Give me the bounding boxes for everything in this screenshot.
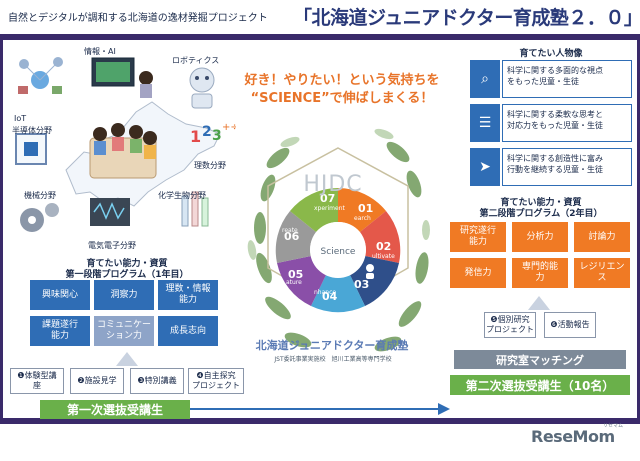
step-4: ❹自主探究 プロジェクト [188,368,244,394]
talent-row-1: ⌕ 科学に関する多面的な視点 をもった児童・生徒 [470,60,632,98]
label-mechanical: 機械分野 [24,191,56,200]
oscilloscope-icon [90,198,130,226]
segment-word-04: nhance [314,289,336,296]
header: 自然とデジタルが調和する北海道の逸材発掘プロジェクト 「北海道ジュニアドクター育… [0,0,640,32]
fields-illustration: 1 2 3 +÷ [15,57,236,232]
step-3: ❸特別講義 [130,368,184,394]
segment-03 [350,256,399,306]
segment-label-07: 07 [320,192,335,205]
hjdc-logo: HJDC [303,172,363,197]
right-panel-title2: 第二段階プログラム（2年目） [479,209,603,219]
segment-07 [290,188,338,232]
up-arrow-left-icon [116,352,138,366]
left-panel-title2: 第一段階プログラム（1年目） [65,270,189,280]
label-electrical: 電気電子分野 [88,241,136,250]
talent-text-1: 科学に関する多面的な視点 をもった児童・生徒 [502,60,632,98]
talent-text-2: 科学に関する柔軟な思考と 対応力をもった児童・生徒 [502,104,632,142]
leaf-wreath [254,141,429,352]
segment-label-06: 06 [284,230,300,243]
label-chem-bio: 化学生物分野 [158,191,206,200]
person-icon [366,264,374,272]
frame-top [0,34,640,40]
segment-label-03: 03 [354,278,369,291]
segment-word-01: earch [354,215,371,222]
up-arrow-right-icon [528,296,550,310]
right-cell-analysis: 分析力 [512,222,568,252]
step-1: ❶体験型講 座 [10,368,64,394]
segment-label-05: 05 [288,268,303,281]
header-title: 「北海道ジュニアドクター育成塾２．０」 [293,7,640,29]
frame-right [637,34,640,424]
slogan-line1: 好き！やりたい！という気持ちを [244,73,440,88]
talent-row-2: ☰ 科学に関する柔軟な思考と 対応力をもった児童・生徒 [470,104,632,142]
science-center-label: Science [321,247,356,257]
segment-04 [311,275,365,313]
segment-word-06: reate [282,227,298,234]
svg-text:3: 3 [212,128,222,144]
header-subtitle: 自然とデジタルが調和する北海道の逸材発掘プロジェクト [8,13,268,24]
right-panel-title1: 育てたい能力・資質 [500,198,582,208]
segment-word-07: xperiment [314,205,346,212]
segment-05 [277,256,326,306]
connector-arrow-icon [190,403,450,415]
segment-02 [360,211,401,263]
slogan-line2: “SCIENCE”で伸ばしまくる！ [250,91,434,106]
talent-title: 育てたい人物像 [519,49,583,59]
label-semiconductor: 半導体分野 [12,126,52,135]
magnifier-icon: ⌕ [470,60,500,98]
left-cell-insight: 洞察力 [94,280,154,310]
cycle-org: JST委託事業実施校 旭川工業高等専門学校 [274,356,392,363]
segment-word-02: ultivate [372,253,395,260]
left-cell-growth: 成長志向 [158,316,218,346]
left-cell-interest: 興味関心 [30,280,90,310]
segment-06 [275,211,316,263]
right-cell-research: 研究遂行 能力 [450,222,506,252]
label-robotics: ロボティクス [172,56,220,65]
right-cell-dissemination: 発信力 [450,258,506,288]
left-panel-title1: 育てたい能力・資質 [86,259,168,269]
step-2: ❷施設見学 [70,368,124,394]
segment-01 [338,188,386,232]
label-science: 理数分野 [194,161,226,170]
svg-text:2: 2 [202,124,212,140]
left-cell-communication: コミュニケー ション力 [94,316,154,346]
frame-left [0,34,3,424]
svg-text:+÷: +÷ [222,122,236,133]
segment-label-04: 04 [322,290,338,303]
math-icon: 1 [190,127,201,146]
label-iot: IoT [14,114,27,123]
cycle-title: 北海道ジュニアドクター育成塾 [255,339,409,352]
robot-icon [189,67,215,93]
segment-word-05: ature [286,279,302,286]
frame-bottom [0,418,640,424]
label-info-ai: 情報・AI [84,47,116,56]
first-selection-bar: 第一次選抜受講生 [40,400,190,419]
left-cell-math-info: 理数・情報 能力 [158,280,218,310]
flask-icon [181,195,189,227]
right-cell-resilience: レジリエン ス [574,258,630,288]
segment-label-01: 01 [358,202,373,215]
right-cell-expertise: 専門的能 力 [512,258,568,288]
talent-text-3: 科学に関する創造性に富み 行動を継続する児童・生徒 [502,148,632,186]
segment-label-02: 02 [376,240,391,253]
logo-sub: リセマム [603,423,624,429]
thinking-icon: ☰ [470,104,500,142]
cycle-diagram: 01 02 03 04 05 06 07 earch ultivate nhan… [247,128,430,352]
slogan: 好き！やりたい！という気持ちを “SCIENCE”で伸ばしまくる！ [232,72,452,108]
step-6: ❻活動報告 [544,312,596,338]
right-cell-discussion: 討論力 [574,222,630,252]
second-selection-bar: 第二次選抜受講生（10名） [450,375,630,395]
matching-bar: 研究室マッチング [454,350,626,369]
running-icon: ➤ [470,148,500,186]
step-5: ❺個別研究 プロジェクト [484,312,536,338]
resemom-logo: ReseMom [531,427,615,446]
left-cell-task: 課題遂行 能力 [30,316,90,346]
talent-row-3: ➤ 科学に関する創造性に富み 行動を継続する児童・生徒 [470,148,632,186]
